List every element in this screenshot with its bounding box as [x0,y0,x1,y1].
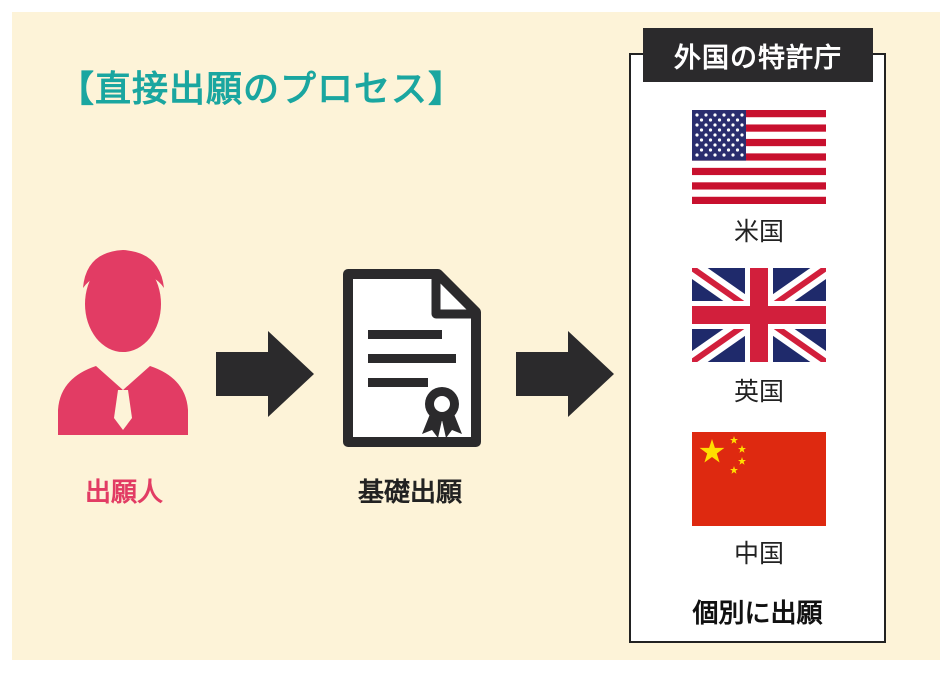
country-label-uk: 英国 [733,377,784,406]
us-flag-icon [692,110,826,204]
china-flag-icon [692,432,826,526]
applicant-icon [58,250,188,435]
diagram-title: 【直接出願のプロセス】 [58,69,466,110]
applicant-label: 出願人 [84,478,163,508]
arrow-right-icon [516,331,614,417]
certificate-document-icon [343,269,481,447]
country-label-us: 米国 [733,217,784,246]
foreign-offices-header: 外国の特許庁 [643,28,873,82]
basic-application-label: 基礎出願 [357,478,462,508]
uk-flag-icon [692,268,826,362]
country-label-china: 中国 [733,539,784,568]
individual-filing-label: 個別に出願 [692,599,823,629]
arrow-right-icon [216,331,314,417]
